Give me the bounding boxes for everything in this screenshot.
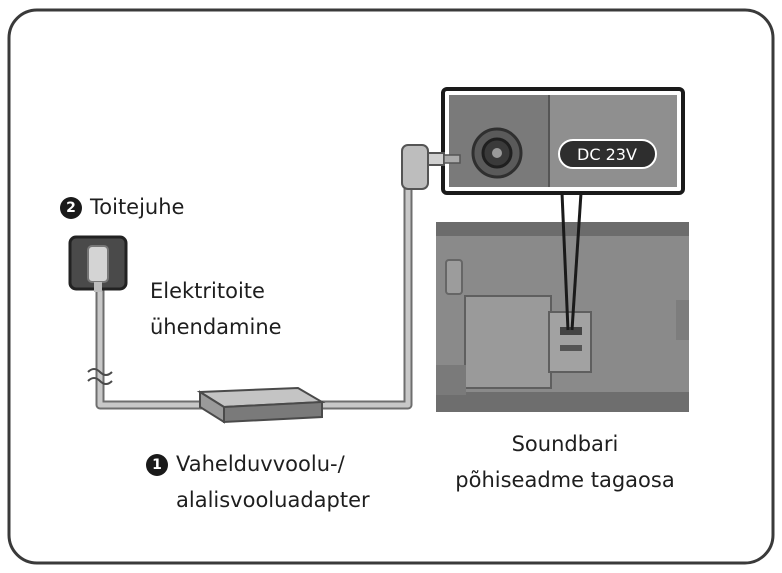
callout-pointer (560, 192, 583, 331)
cable-break-icon (87, 368, 113, 385)
soundbar-label: Soundbari põhiseadme tagaosa (440, 430, 690, 494)
number-badge-2: 2 (60, 197, 82, 219)
dc-plug-icon (401, 144, 461, 190)
dc-port-zoom-panel: DC 23V (441, 87, 685, 195)
dc-label-badge (558, 139, 657, 169)
dc-label-text: DC 23V (577, 145, 637, 164)
power-connection-line2: ühendamine (150, 315, 282, 339)
power-connection-label: Elektritoite ühendamine (150, 277, 282, 341)
power-cord-label: 2 Toitejuhe (60, 193, 184, 221)
wall-outlet-icon (68, 235, 128, 292)
dc-jack-icon (471, 127, 523, 179)
power-cables (95, 173, 413, 410)
adapter-line1: Vahelduvvoolu-/ (176, 452, 345, 476)
adapter-line2: alalisvooluadapter (176, 488, 370, 512)
number-badge-1: 1 (146, 454, 168, 476)
power-cord-text: Toitejuhe (90, 195, 185, 219)
adapter-icon (196, 386, 326, 424)
soundbar-rear (436, 222, 689, 412)
soundbar-line1: Soundbari (511, 432, 619, 456)
soundbar-line2: põhiseadme tagaosa (455, 468, 675, 492)
adapter-label: 1 Vahelduvvoolu-/ alalisvooluadapter (146, 450, 370, 514)
power-connection-line1: Elektritoite (150, 279, 265, 303)
